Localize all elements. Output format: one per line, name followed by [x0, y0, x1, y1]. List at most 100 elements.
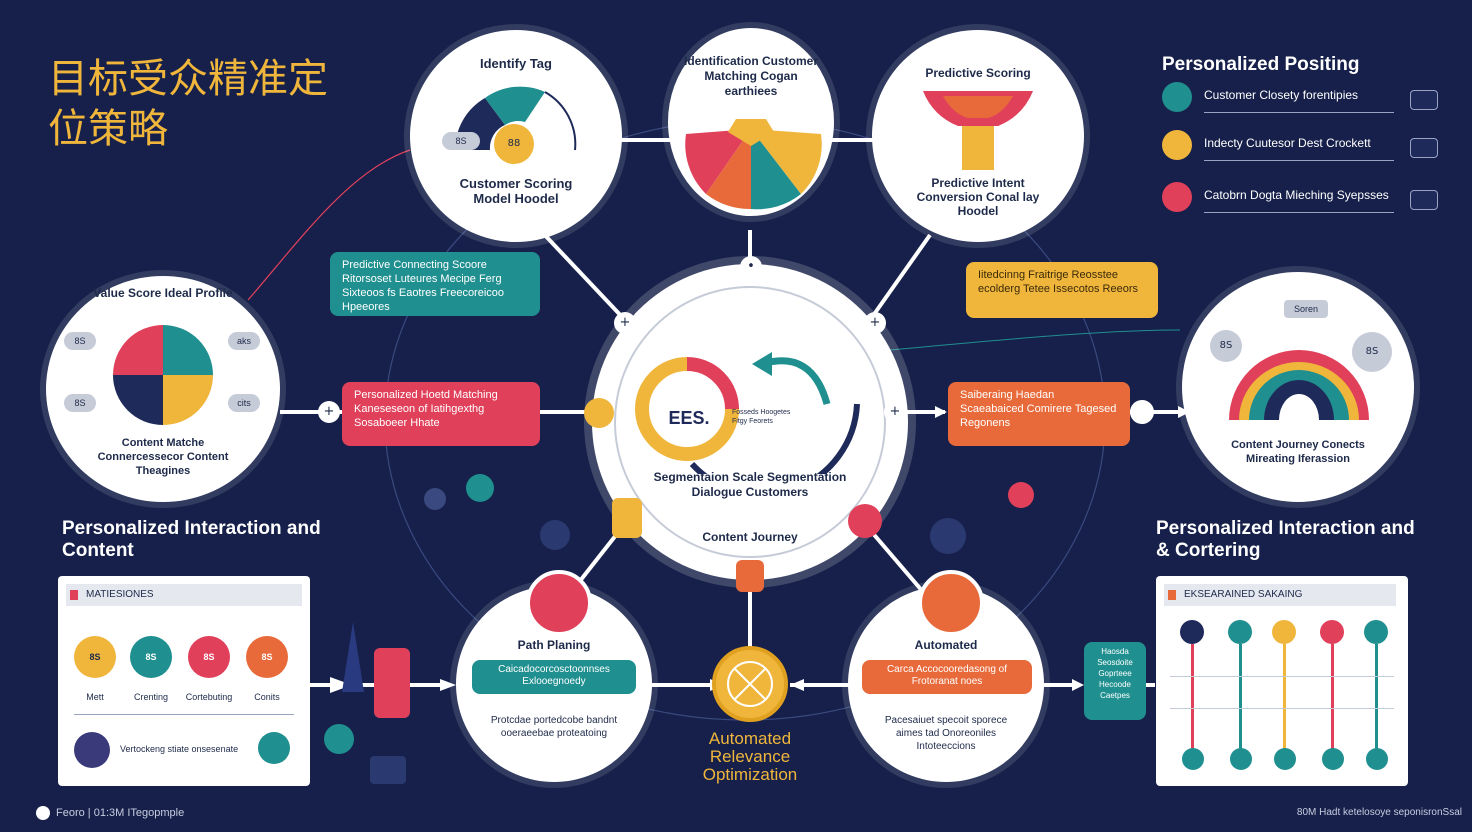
- floating-bubble-icon: [540, 520, 570, 550]
- pill-tag: 8S: [64, 332, 96, 350]
- arrow-head: [1072, 679, 1084, 691]
- circle-label: Customer Scoring Model Hoodel: [459, 176, 573, 206]
- left-panel: MATIESIONES 8S 8S 8S 8S Mett Crenting Co…: [58, 576, 310, 786]
- stem-head-icon: [1364, 620, 1388, 644]
- predictive-scoring-circle: Predictive Scoring Predictive Intent Con…: [872, 30, 1084, 242]
- target-icon: [712, 646, 788, 722]
- tag-icon: [1410, 138, 1438, 158]
- circle-header: Path Planing: [517, 638, 591, 652]
- node-icon: +: [614, 312, 636, 334]
- pill-tag: 8S: [64, 394, 96, 412]
- avatar-icon: [74, 732, 110, 768]
- node-icon: +: [864, 312, 886, 334]
- teal-curve: [889, 329, 1181, 351]
- floating-bubble-icon: [466, 474, 494, 502]
- metric-label: Cortebuting: [185, 692, 233, 702]
- stem-head-icon: [1228, 620, 1252, 644]
- spoke-top-left: [538, 228, 627, 322]
- panel-header: EKSEARAINED SAKAING: [1164, 584, 1396, 606]
- floating-bubble-icon: [1008, 482, 1034, 508]
- page-title: 目标受众精准定位策略: [48, 56, 328, 152]
- circle-label: Protcdae portedcobe bandnt ooeraeebae pr…: [490, 715, 618, 739]
- metric-bubble: 8S: [74, 636, 116, 678]
- circle-header: Automated: [914, 638, 978, 652]
- divider: [1204, 160, 1394, 161]
- badge: 8S: [1210, 330, 1242, 362]
- tag-icon: [1410, 90, 1438, 110]
- metric-label: Crenting: [133, 692, 169, 702]
- arrow-head: [440, 679, 456, 691]
- legend-item: Catobrn Dogta Mieching Syepsses: [1162, 182, 1438, 222]
- circle-label: Content Journey Conects Mireating Iferas…: [1231, 439, 1365, 465]
- stem-base-icon: [1366, 748, 1388, 770]
- pill-tag: cits: [228, 394, 260, 412]
- question-icon: [526, 570, 592, 636]
- tag-label: Soren: [1284, 300, 1328, 318]
- customer-scoring-circle: Identify Tag 8S 88 Customer Scoring Mode…: [410, 30, 622, 242]
- stem-base-icon: [1182, 748, 1204, 770]
- hub-small-text: Fosseds Hoogetes Fitgy Feorets: [732, 409, 791, 425]
- path-planning-circle: Path Planing Caicadocorcosctoonnses Exlo…: [456, 570, 652, 782]
- left-section-title: Personalized Interaction and Content: [62, 518, 321, 561]
- hub-label: Segmentaion Scale Segmentation Dialogue …: [653, 470, 847, 499]
- optimization-label: Automated Relevance Optimization: [702, 729, 798, 784]
- automation-icon: [918, 570, 984, 636]
- yellow-banner: Iitedcinng Fraitrige Reosstee ecolderg T…: [966, 262, 1158, 318]
- stem-bar: [1331, 644, 1334, 754]
- teal-banner: Caicadocorcosctoonnses Exlooegnoedy: [472, 660, 636, 694]
- footer-right: 80M Hadt ketelosoye seponisronSsal: [1296, 807, 1462, 818]
- legend-item: Indecty Cuutesor Dest Crockett: [1162, 130, 1438, 170]
- divider: [1204, 212, 1394, 213]
- avatar-icon: [258, 732, 290, 764]
- metric-bubble: 8S: [130, 636, 172, 678]
- stem-bar: [1283, 644, 1286, 754]
- stem-bar: [1191, 644, 1194, 754]
- teal-card: Haosda Seosdoite Goprteee Hecoode Caetpe…: [1084, 642, 1146, 720]
- node-icon: [1130, 400, 1154, 424]
- panel-header: MATIESIONES: [66, 584, 302, 606]
- floating-bubble-icon: [324, 724, 354, 754]
- stem-base-icon: [1230, 748, 1252, 770]
- orange-banner: Carca Accocooredasong of Frotoranat noes: [862, 660, 1032, 694]
- circle-label: Content Matche Connercessecor Content Th…: [97, 437, 229, 477]
- logo-icon: [36, 806, 50, 820]
- stem-head-icon: [1180, 620, 1204, 644]
- identification-circle: Identification Customer Matching Cogan e…: [668, 28, 834, 216]
- score-badge: 8S: [442, 132, 480, 150]
- figure-icon: [374, 648, 410, 718]
- document-icon: [612, 498, 642, 538]
- footer-left: Feoro | 01:3M ITegopmple: [56, 807, 185, 819]
- circle-label: Pacesaiuet specoit sporece aimes tad Ono…: [884, 715, 1008, 752]
- right-panel: EKSEARAINED SAKAING: [1156, 576, 1408, 786]
- panel-footer-text: Vertockeng stiate onsesenate: [120, 744, 239, 754]
- stem-head-icon: [1320, 620, 1344, 644]
- red-curve: [247, 149, 411, 301]
- teal-dot-icon: [1162, 82, 1192, 112]
- divider: [1204, 112, 1394, 113]
- hub-bottom-label: Content Journey: [702, 530, 798, 544]
- stem-bar: [1375, 644, 1378, 754]
- metric-bubble: 8S: [188, 636, 230, 678]
- dome-icon: [1229, 350, 1369, 420]
- metric-label: Mett: [86, 692, 104, 702]
- badge: 8S: [1352, 332, 1392, 372]
- spoke-top-right: [868, 233, 932, 322]
- pill-tag: aks: [228, 332, 260, 350]
- red-banner: Personalized Hoetd Matching Kaneseseon o…: [342, 382, 540, 446]
- funnel-icon: [923, 91, 1033, 170]
- tag-icon: [1410, 190, 1438, 210]
- card-icon: [370, 756, 406, 784]
- legend-text: Customer Closety forentipies: [1204, 88, 1359, 102]
- legend-item: Customer Closety forentipies: [1162, 82, 1438, 122]
- stem-head-icon: [1272, 620, 1296, 644]
- yellow-dot-icon: [1162, 130, 1192, 160]
- stem-base-icon: [1274, 748, 1296, 770]
- score-bubble: 88: [494, 124, 534, 164]
- red-node-icon: [848, 504, 882, 538]
- automated-circle: Automated Carca Accocooredasong of Froto…: [848, 570, 1044, 782]
- circle-header: Identify Tag: [480, 56, 552, 71]
- arrow-head: [790, 679, 804, 691]
- circle-header: Identification Customer Matching Cogan e…: [683, 54, 818, 98]
- right-section-title: Personalized Interaction and & Cortering: [1156, 518, 1415, 561]
